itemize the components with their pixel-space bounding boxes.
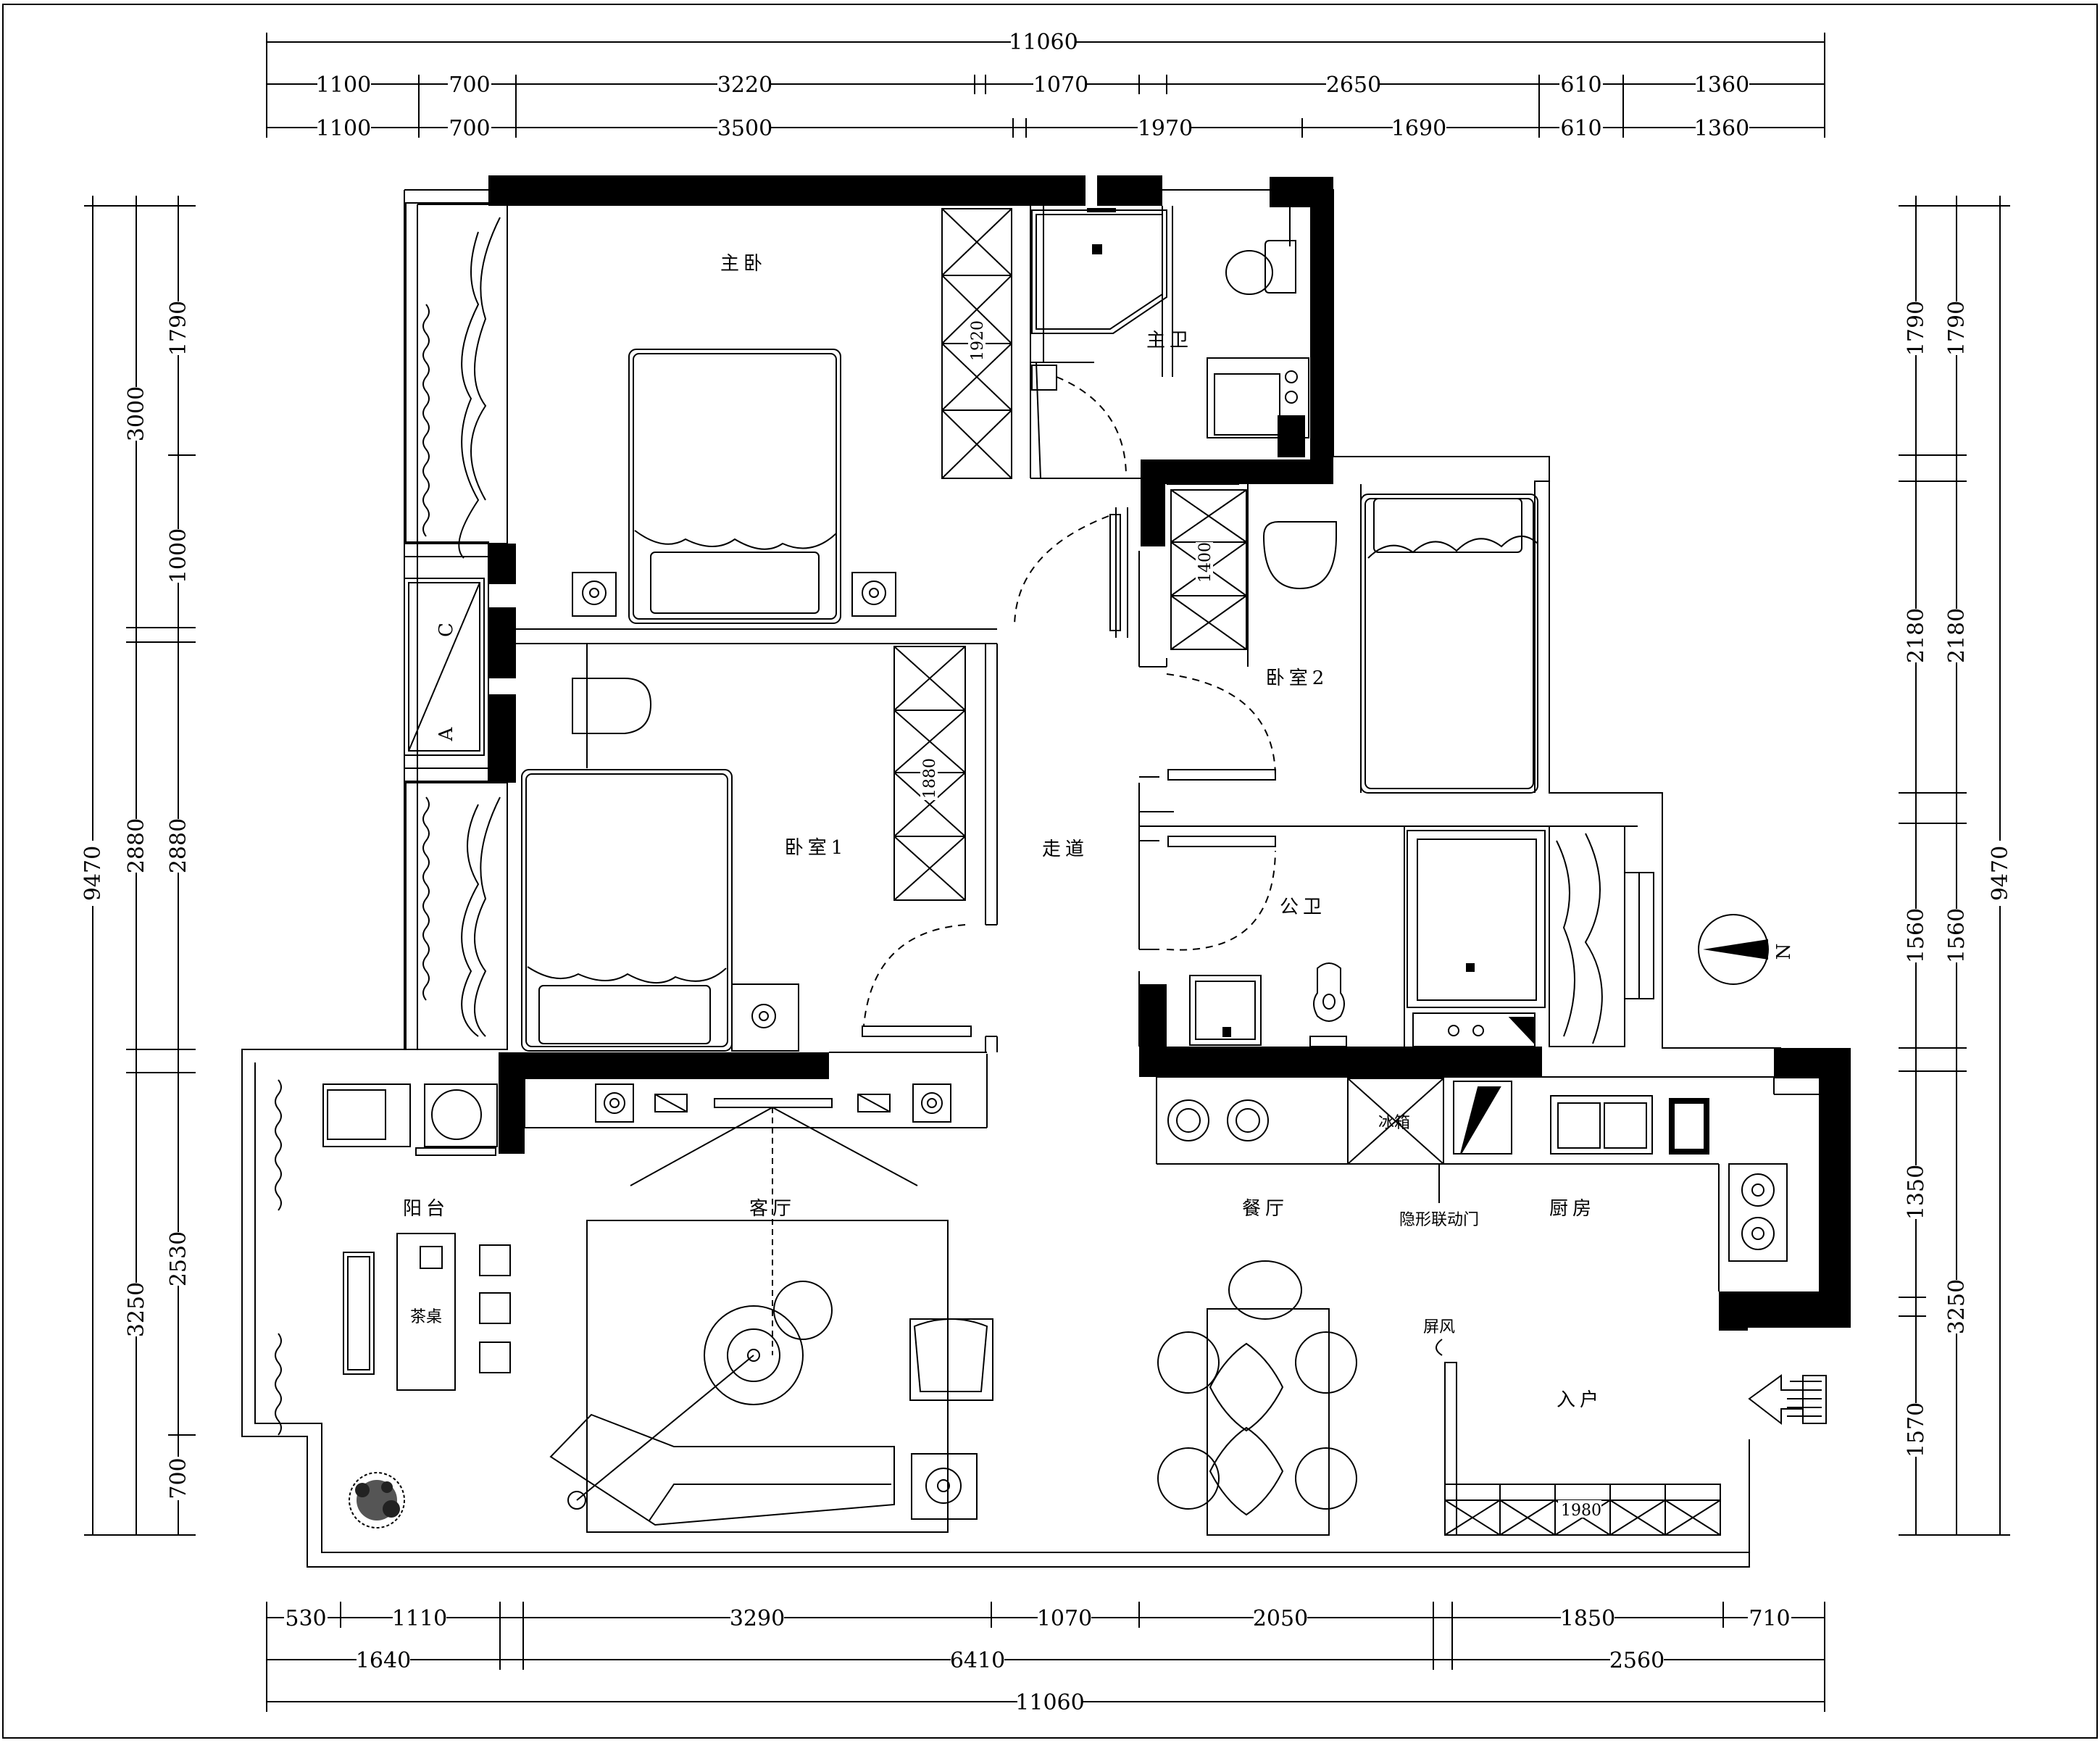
room-label-entrance: 入户 bbox=[1557, 1389, 1603, 1411]
window-marker-a: A bbox=[436, 723, 457, 742]
dim-bottom-r1-2: 3290 bbox=[730, 1606, 785, 1631]
dim-bottom-r1-4: 2050 bbox=[1253, 1606, 1308, 1631]
hidden-door-label: 隐形联动门 bbox=[1399, 1211, 1479, 1229]
room-label-master-bath: 主卫 bbox=[1146, 330, 1193, 351]
room-label-public-bath: 公卫 bbox=[1280, 897, 1326, 918]
dim-bottom-r1-1: 1110 bbox=[392, 1606, 447, 1631]
dining-set bbox=[1157, 1260, 1357, 1536]
screen-partition bbox=[1436, 1339, 1457, 1536]
dim-right-inner-3: 1350 bbox=[1904, 1165, 1929, 1220]
dim-left-inner-2: 2880 bbox=[166, 818, 191, 873]
dim-top-r2-3: 1970 bbox=[1138, 116, 1193, 141]
top-dimensions: 11060 11060 1100 700 3220 1070 2650 610 … bbox=[266, 30, 1825, 141]
bedroom1-bed bbox=[521, 769, 799, 1052]
bottom-dimensions: 530 1110 3290 1070 2050 1850 710 1640 64… bbox=[266, 1602, 1825, 1715]
dim-bottom-r2-2: 2560 bbox=[1609, 1648, 1664, 1673]
dim-right-inner-1: 2180 bbox=[1904, 608, 1929, 663]
balcony-fixtures bbox=[275, 1079, 511, 1436]
dim-left-mid-0: 3000 bbox=[124, 386, 149, 441]
left-dimensions: 9470 3000 2880 3250 1790 1000 2880 2530 … bbox=[80, 196, 196, 1536]
master-bed bbox=[572, 349, 896, 624]
door-swings bbox=[862, 514, 1276, 1037]
dim-left-inner-0: 1790 bbox=[166, 301, 191, 356]
room-label-dining-room: 餐厅 bbox=[1242, 1198, 1288, 1220]
fridge-label: 冰箱 bbox=[1378, 1114, 1410, 1132]
dining-cabinet bbox=[1167, 1078, 1444, 1165]
annotation-1980: 1980 bbox=[1561, 1502, 1601, 1520]
right-dimensions: 1790 2180 1560 1350 1570 1790 2180 1560 … bbox=[1899, 196, 2013, 1536]
public-bath-fixtures bbox=[1189, 830, 1546, 1047]
dim-top-r2-4: 1690 bbox=[1391, 116, 1446, 141]
dim-top-r1-0: 1100 bbox=[316, 72, 371, 98]
room-label-bedroom1: 卧室1 bbox=[785, 837, 848, 859]
room-label-balcony: 阳台 bbox=[403, 1198, 449, 1220]
annotation-1920: 1920 bbox=[969, 320, 987, 361]
master-bath-fixtures bbox=[1031, 208, 1309, 479]
dim-right-inner-4: 1570 bbox=[1904, 1402, 1929, 1457]
dim-top-total-label: 11060 bbox=[1009, 30, 1078, 55]
dim-top-r1-5: 610 bbox=[1560, 72, 1601, 98]
plant-icon bbox=[349, 1472, 405, 1528]
dim-bottom-r1-6: 710 bbox=[1749, 1606, 1790, 1631]
dim-top-r1-2: 3220 bbox=[717, 72, 772, 98]
dim-left-inner-3: 2530 bbox=[166, 1231, 191, 1286]
screen-label: 屏风 bbox=[1423, 1318, 1455, 1336]
dim-right-inner-2: 1560 bbox=[1904, 908, 1929, 963]
dim-right-mid-2: 1560 bbox=[1944, 908, 1970, 963]
left-planters bbox=[405, 202, 508, 1050]
dim-bottom-total: 11060 bbox=[1015, 1690, 1084, 1715]
room-label-bedroom2: 卧室2 bbox=[1266, 667, 1329, 689]
room-label-kitchen: 厨房 bbox=[1549, 1198, 1596, 1220]
vanity-bedroom2 bbox=[1262, 521, 1337, 590]
interior-partitions bbox=[516, 206, 1819, 1291]
dim-right-mid-0: 1790 bbox=[1944, 301, 1970, 356]
dim-left-mid-1: 2880 bbox=[124, 818, 149, 873]
dim-top-r2-2: 3500 bbox=[717, 116, 772, 141]
dim-right-mid-3: 3250 bbox=[1944, 1279, 1970, 1334]
master-bath-door-swing bbox=[1056, 376, 1127, 478]
dim-bottom-r2-1: 6410 bbox=[950, 1648, 1005, 1673]
dim-right-mid-1: 2180 bbox=[1944, 608, 1970, 663]
room-label-master-bedroom: 主卧 bbox=[720, 253, 767, 275]
dim-left-mid-2: 3250 bbox=[124, 1282, 149, 1337]
room-label-corridor: 走道 bbox=[1042, 839, 1088, 860]
dim-top-r1-4: 2650 bbox=[1326, 72, 1381, 98]
kitchen-fixtures bbox=[1453, 1081, 1788, 1262]
drawing-frame bbox=[2, 4, 2098, 1739]
dim-bottom-r1-5: 1850 bbox=[1560, 1606, 1615, 1631]
window-marker-c: C bbox=[436, 618, 457, 637]
wardrobe-master bbox=[941, 208, 1012, 479]
vanity-bedroom1 bbox=[572, 678, 652, 734]
dim-top-r1-6: 1360 bbox=[1694, 72, 1749, 98]
tv-console bbox=[595, 1083, 951, 1355]
room-label-living-room: 客厅 bbox=[749, 1198, 796, 1220]
dim-top-r1-3: 1070 bbox=[1033, 72, 1088, 98]
dim-bottom-r1-3: 1070 bbox=[1037, 1606, 1092, 1631]
dim-top-r2-6: 1360 bbox=[1694, 116, 1749, 141]
dim-left-inner-4: 700 bbox=[166, 1457, 191, 1499]
annotation-1880: 1880 bbox=[921, 758, 939, 799]
tea-table-label: 茶桌 bbox=[410, 1308, 442, 1326]
north-label: N bbox=[1773, 939, 1795, 960]
dim-left-total: 9470 bbox=[80, 846, 106, 901]
entrance-arrow bbox=[1748, 1374, 1827, 1426]
living-sofa-area bbox=[549, 1220, 993, 1533]
dim-right-inner-0: 1790 bbox=[1904, 301, 1929, 356]
dim-right-total: 9470 bbox=[1988, 846, 2013, 901]
dim-top-r1-1: 700 bbox=[449, 72, 490, 98]
dim-left-inner-1: 1000 bbox=[166, 528, 191, 583]
bedroom2-bed bbox=[1360, 494, 1538, 794]
dim-bottom-r2-0: 1640 bbox=[356, 1648, 411, 1673]
dim-top-r2-1: 700 bbox=[449, 116, 490, 141]
dim-top-r2-0: 1100 bbox=[316, 116, 371, 141]
dim-bottom-r1-0: 530 bbox=[285, 1606, 326, 1631]
right-planter bbox=[1549, 825, 1654, 1047]
dim-top-r2-5: 610 bbox=[1560, 116, 1601, 141]
north-arrow-icon bbox=[1698, 914, 1769, 985]
structural-walls bbox=[488, 175, 1851, 1331]
bay-window bbox=[404, 578, 485, 756]
annotation-1400: 1400 bbox=[1196, 542, 1214, 583]
